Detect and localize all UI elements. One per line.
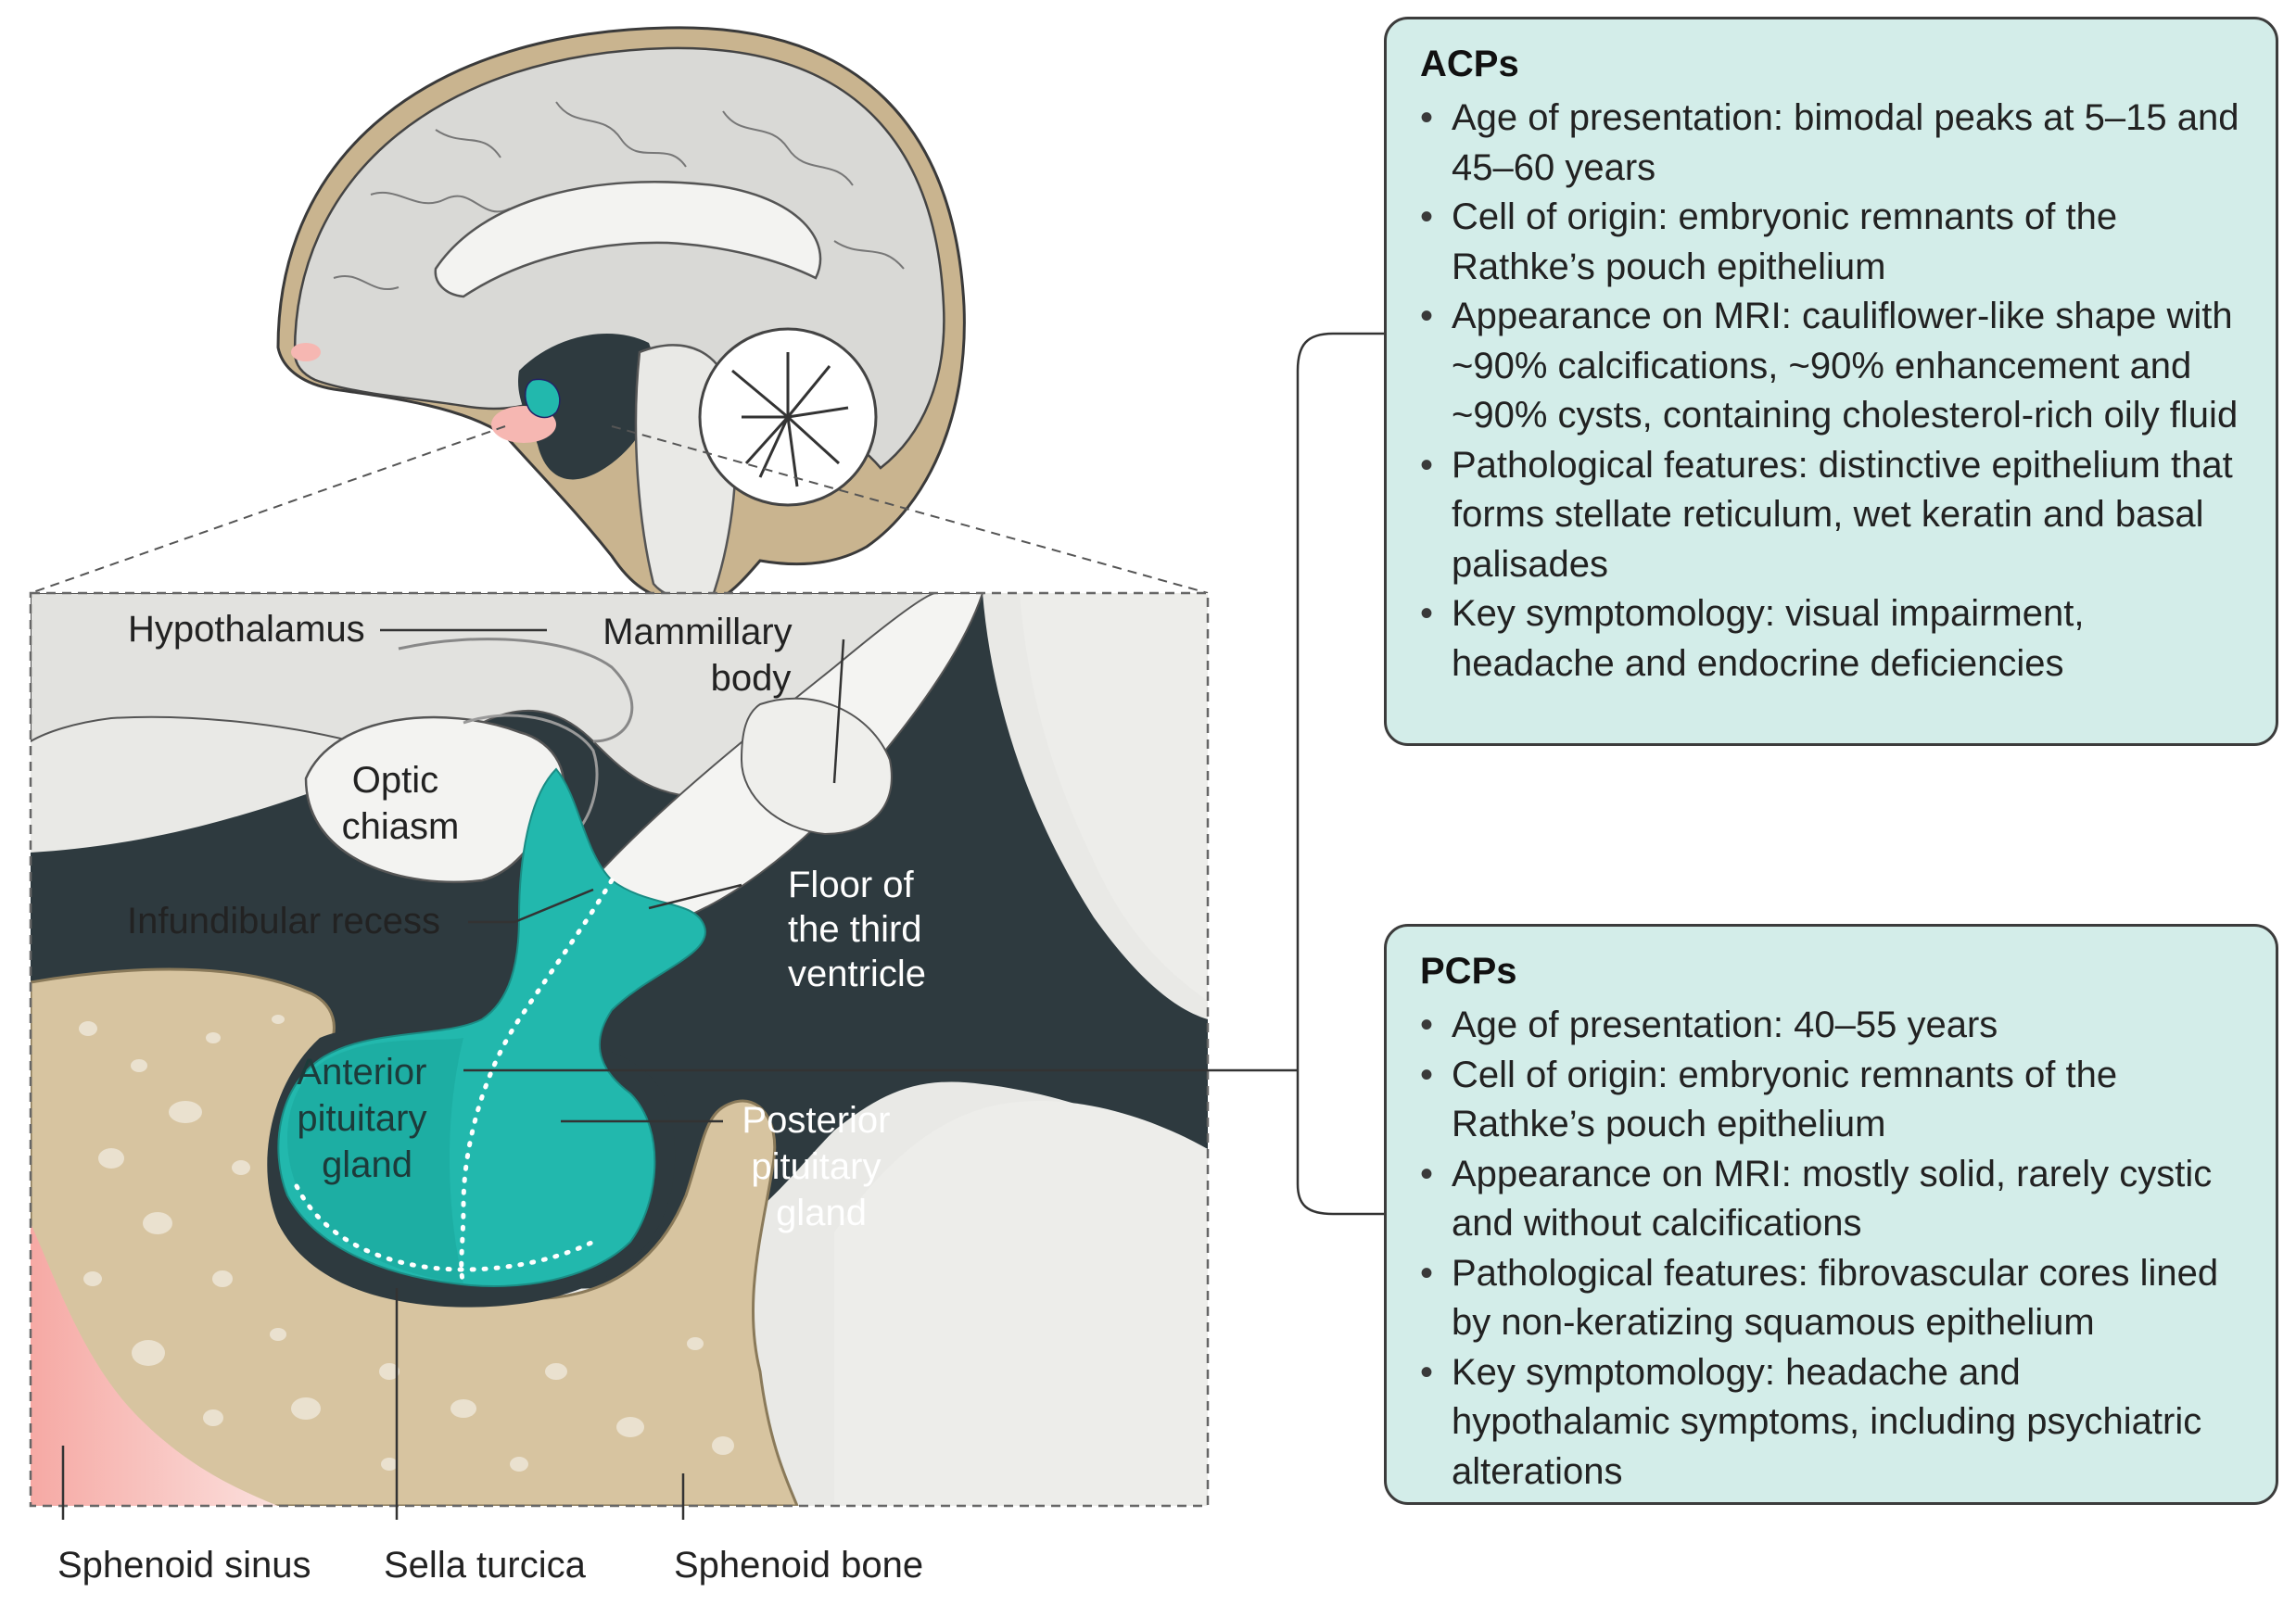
brain-overview	[276, 26, 966, 607]
label-optic-chiasm: Optic chiasm	[342, 760, 460, 847]
list-item: Cell of origin: embryonic remnants of th…	[1420, 193, 2242, 292]
sphenoid-sinus	[31, 1223, 278, 1506]
mammillary-body	[740, 697, 893, 836]
pcps-title: PCPs	[1420, 951, 1517, 992]
corpus-callosum	[434, 181, 822, 298]
label-sphenoid-bone: Sphenoid bone	[674, 1545, 923, 1586]
sulci	[333, 101, 905, 290]
list-item: Key symptomology: visual impairment, hea…	[1420, 589, 2242, 689]
optic-chiasm-shadow	[463, 714, 599, 836]
leader-lines	[61, 332, 1384, 1520]
label-sphenoid-sinus: Sphenoid sinus	[57, 1545, 311, 1586]
label-sella-turcica: Sella turcica	[384, 1545, 587, 1586]
list-item: Cell of origin: embryonic remnants of th…	[1420, 1051, 2242, 1150]
third-ventricle-overview	[518, 334, 656, 480]
list-item: Appearance on MRI: mostly solid, rarely …	[1420, 1150, 2242, 1249]
hypothalamus-outline	[398, 638, 634, 743]
pcps-list: Age of presentation: 40–55 years Cell of…	[1420, 1001, 2242, 1497]
pituitary-overview	[524, 378, 561, 419]
label-anterior-pituitary: Anterior pituitary gland	[297, 1052, 437, 1185]
list-item: Pathological features: distinctive epith…	[1420, 441, 2242, 590]
dotted-boundaries	[294, 878, 615, 1286]
inset-anatomy	[31, 593, 1208, 1506]
brainstem-inset	[1020, 593, 1208, 1001]
list-item: Age of presentation: bimodal peaks at 5–…	[1420, 94, 2242, 193]
sphenoid-bone	[31, 967, 799, 1506]
acps-box: ACPs Age of presentation: bimodal peaks …	[1384, 17, 2278, 746]
acps-list: Age of presentation: bimodal peaks at 5–…	[1420, 94, 2242, 689]
inset-frame	[29, 591, 1210, 1508]
list-item: Appearance on MRI: cauliflower-like shap…	[1420, 292, 2242, 441]
list-item: Key symptomology: headache and hypothala…	[1420, 1348, 2242, 1498]
pink-spot	[291, 343, 321, 361]
zoom-lines	[30, 425, 1209, 594]
posterior-light	[834, 1101, 1208, 1506]
label-hypothalamus: Hypothalamus	[128, 609, 365, 650]
label-mammillary-body: Mammillary body	[603, 612, 803, 699]
anterior-lobe-shade	[287, 1038, 463, 1283]
label-floor-third-ventricle: Floor of the third ventricle	[788, 865, 932, 994]
label-infundibular-recess: Infundibular recess	[127, 901, 440, 942]
label-posterior-pituitary: Posterior pituitary gland	[742, 1100, 900, 1233]
acps-title: ACPs	[1420, 44, 1519, 84]
list-item: Age of presentation: 40–55 years	[1420, 1001, 2242, 1051]
list-item: Pathological features: fibrovascular cor…	[1420, 1249, 2242, 1348]
pcps-box: PCPs Age of presentation: 40–55 years Ce…	[1384, 924, 2278, 1505]
anatomy-labels: Hypothalamus Mammillary body Optic chias…	[57, 609, 932, 1586]
cerebellum	[698, 327, 878, 507]
bone-porosity	[79, 1015, 734, 1472]
